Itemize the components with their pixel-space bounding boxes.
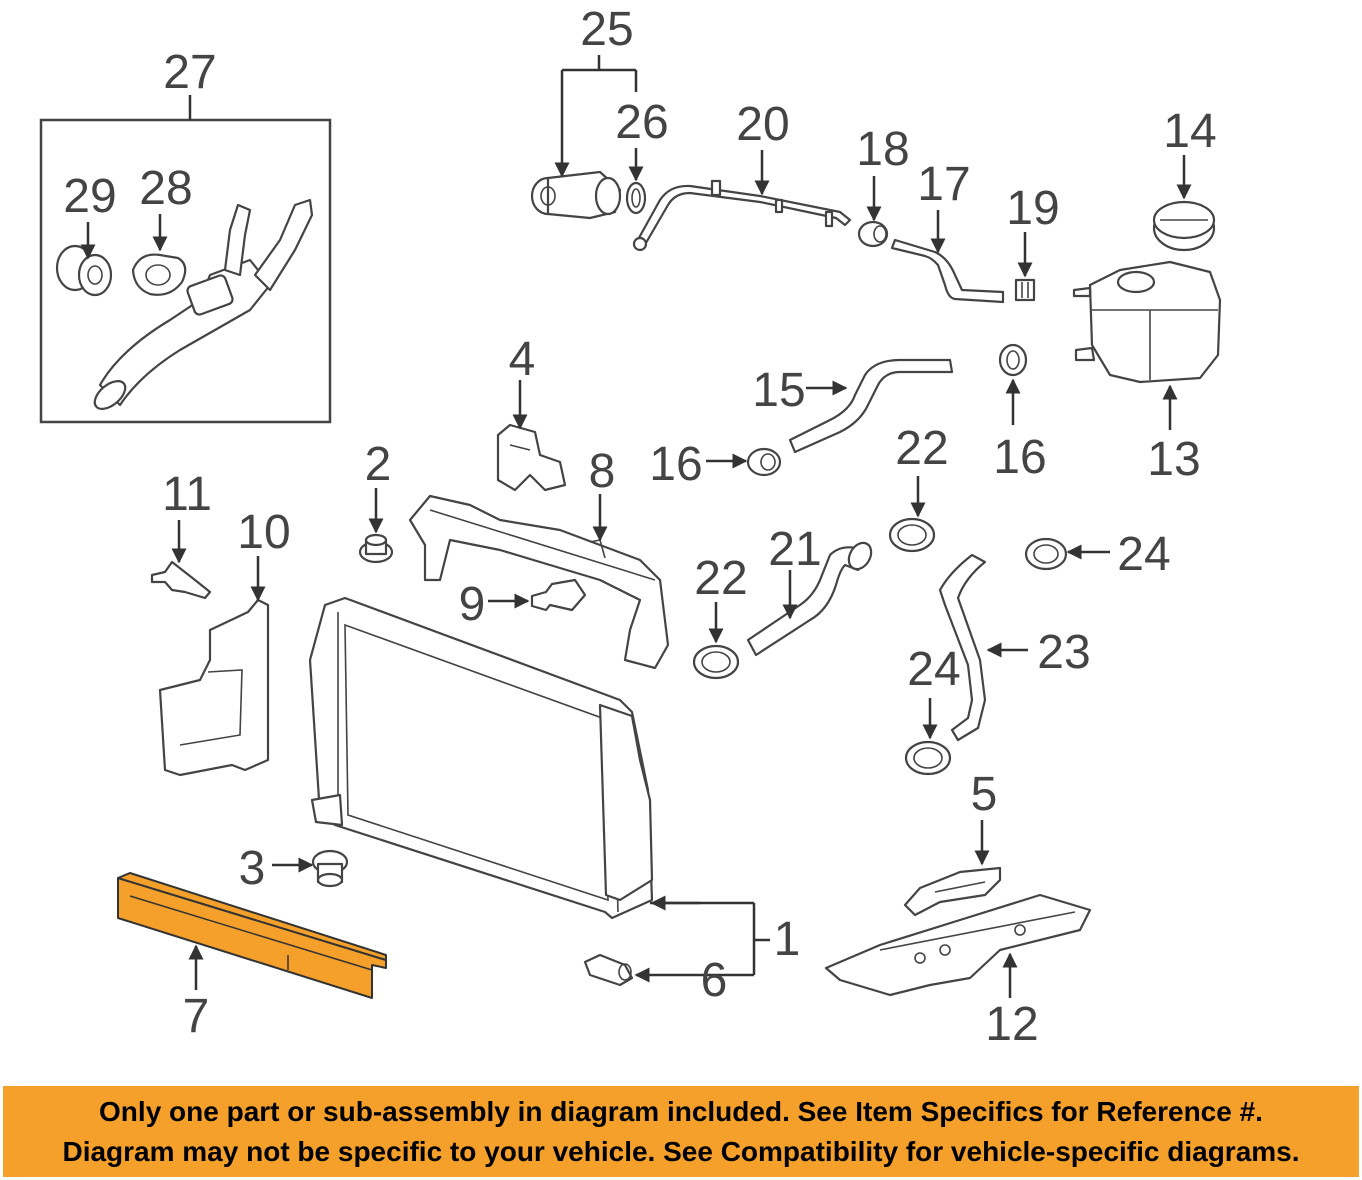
part-16-clamp-left: [746, 447, 782, 477]
callout-27: 27: [163, 46, 216, 99]
inset-box-27: [39, 95, 332, 424]
disclaimer-banner: Only one part or sub-assembly in diagram…: [3, 1086, 1359, 1177]
part-18-clamp: [857, 220, 889, 248]
part-24-clamp-lower: [904, 740, 952, 776]
part-28-gasket: [131, 253, 187, 296]
part-6-drain-plug: [583, 953, 634, 987]
part-2-grommet: [358, 533, 394, 564]
part-22-clamp-lower: [692, 644, 740, 680]
callout-4: 4: [509, 333, 536, 386]
part-9-push-pin: [530, 578, 587, 612]
callout-8: 8: [589, 445, 616, 498]
callout-7: 7: [183, 990, 210, 1043]
callout-23: 23: [1037, 626, 1090, 679]
callout-24-lower: 24: [907, 643, 960, 696]
part-11-push-pin: [150, 560, 212, 600]
part-29-plug: [55, 244, 113, 297]
part-13-reservoir: [1072, 260, 1222, 384]
callout-24-upper: 24: [1117, 528, 1170, 581]
part-10-air-baffle: [158, 598, 270, 777]
part-20-bypass-pipe: [632, 179, 852, 252]
callout-21: 21: [768, 523, 821, 576]
part-16-clamp-right: [998, 343, 1028, 377]
callout-1: 1: [774, 913, 801, 966]
part-21-hose: [746, 541, 873, 657]
part-15-hose: [788, 358, 954, 454]
part-19-clip: [1014, 278, 1036, 302]
part-24-clamp-upper: [1024, 537, 1068, 571]
part-4-bracket: [496, 423, 567, 492]
part-14-cap: [1152, 200, 1216, 252]
callout-2: 2: [365, 438, 392, 491]
callout-6: 6: [701, 954, 728, 1007]
callout-9: 9: [459, 578, 486, 631]
callout-14: 14: [1163, 105, 1216, 158]
callout-3: 3: [239, 842, 266, 895]
callout-29: 29: [63, 170, 116, 223]
callout-11: 11: [162, 468, 212, 521]
callout-13: 13: [1147, 433, 1200, 486]
callout-12: 12: [985, 998, 1038, 1051]
callout-16-left: 16: [649, 438, 702, 491]
callout-17: 17: [917, 158, 970, 211]
parts-diagram: 27 29 28 25 26 20 18 17 19 14 13 16 15 1…: [39, 3, 1222, 1051]
callout-25: 25: [580, 3, 633, 56]
callout-19: 19: [1006, 182, 1059, 235]
part-5-bracket: [903, 866, 1002, 917]
part-12-splash-shield: [824, 893, 1092, 997]
callout-5: 5: [971, 768, 998, 821]
callout-16-right: 16: [993, 431, 1046, 484]
part-27-housing: [93, 198, 314, 410]
disclaimer-line-1: Only one part or sub-assembly in diagram…: [99, 1096, 1263, 1127]
part-3-grommet: [311, 849, 349, 888]
callout-10: 10: [237, 506, 290, 559]
disclaimer-line-2: Diagram may not be specific to your vehi…: [62, 1136, 1300, 1167]
callout-15: 15: [752, 364, 805, 417]
part-1-radiator: [308, 596, 654, 920]
callout-26: 26: [615, 96, 668, 149]
part-23-hose: [938, 553, 987, 742]
callout-18: 18: [856, 123, 909, 176]
callout-28: 28: [139, 162, 192, 215]
part-25-thermostat-housing: [530, 170, 622, 220]
part-17-hose: [890, 238, 1005, 304]
part-26-o-ring: [625, 181, 647, 215]
part-7-air-deflector: [117, 872, 387, 999]
callout-22-lower: 22: [694, 552, 747, 605]
callout-20: 20: [736, 98, 789, 151]
callout-22-upper: 22: [895, 422, 948, 475]
part-22-clamp-upper: [888, 517, 936, 553]
